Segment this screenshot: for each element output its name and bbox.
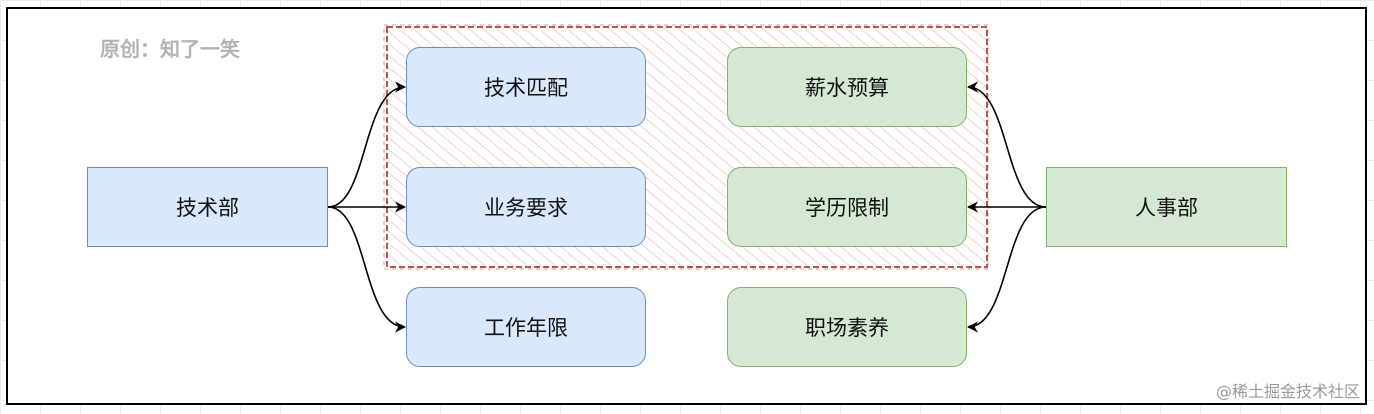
hr-item-education-limit[interactable]: 学历限制 xyxy=(727,167,967,247)
tech-item-work-years[interactable]: 工作年限 xyxy=(406,287,646,367)
connector-tech-to-match xyxy=(327,81,407,208)
tech-department-node[interactable]: 技术部 xyxy=(87,167,328,247)
hr-department-node[interactable]: 人事部 xyxy=(1046,167,1287,247)
hr-item-professionalism[interactable]: 职场素养 xyxy=(727,287,967,367)
connector-hr-to-salary xyxy=(966,81,1047,208)
tech-item-business-requirements[interactable]: 业务要求 xyxy=(406,167,646,247)
connector-hr-to-professionalism xyxy=(966,206,1047,333)
hr-item-salary-budget[interactable]: 薪水预算 xyxy=(727,47,967,127)
tech-item-skill-match[interactable]: 技术匹配 xyxy=(406,47,646,127)
connector-tech-to-years xyxy=(327,206,407,333)
watermark-text: 原创：知了一笑 xyxy=(100,37,240,61)
site-credit: @稀土掘金技术社区 xyxy=(1215,382,1360,401)
